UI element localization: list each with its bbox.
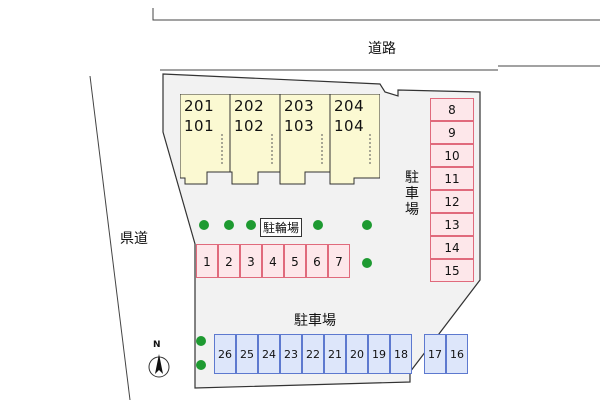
parking-stall: 23	[280, 334, 302, 374]
unit-lower-4: 104	[334, 117, 365, 135]
tree	[196, 360, 206, 370]
parking-stall: 12	[430, 190, 474, 213]
tree	[362, 258, 372, 268]
bike-parking-label: 駐輪場	[260, 218, 303, 237]
tree	[199, 220, 209, 230]
unit-lower-2: 102	[234, 117, 265, 135]
north-label: N	[153, 340, 161, 350]
unit-lower-3: 103	[284, 117, 315, 135]
parking-stall: 25	[236, 334, 258, 374]
prefectural-road-label: 県道	[120, 231, 148, 247]
parking-stall: 15	[430, 259, 474, 282]
tree	[362, 220, 372, 230]
parking-stall: 21	[324, 334, 346, 374]
building-row: 201 101 202 102 203 103 204 104	[180, 94, 380, 190]
parking-stall: 26	[214, 334, 236, 374]
tree	[224, 220, 234, 230]
north-arrow-icon	[148, 354, 170, 378]
parking-stall: 14	[430, 236, 474, 259]
tree	[313, 220, 323, 230]
parking-stall: 4	[262, 244, 284, 278]
parking-stall: 13	[430, 213, 474, 236]
unit-upper-1: 201	[184, 97, 215, 115]
parking-stall: 20	[346, 334, 368, 374]
parking-stall: 16	[446, 334, 468, 374]
unit-upper-2: 202	[234, 97, 265, 115]
parking-stall: 1	[196, 244, 218, 278]
parking-stall: 8	[430, 98, 474, 121]
parking-stall: 5	[284, 244, 306, 278]
parking-stall: 11	[430, 167, 474, 190]
parking-stall: 9	[430, 121, 474, 144]
road-edge-left	[89, 75, 131, 400]
parking-stall: 17	[424, 334, 446, 374]
parking-stall: 22	[302, 334, 324, 374]
unit-upper-3: 203	[284, 97, 315, 115]
parking-stall: 18	[390, 334, 412, 374]
parking-label-bottom: 駐車場	[294, 313, 336, 329]
road-label: 道路	[368, 41, 396, 57]
parking-label-right: 駐車場	[405, 170, 419, 218]
building-outline	[180, 94, 380, 185]
parking-stall: 19	[368, 334, 390, 374]
road-edge-top	[152, 8, 600, 21]
tree	[246, 220, 256, 230]
unit-lower-1: 101	[184, 117, 215, 135]
parking-stall: 3	[240, 244, 262, 278]
tree	[196, 336, 206, 346]
parking-stall: 10	[430, 144, 474, 167]
unit-upper-4: 204	[334, 97, 365, 115]
parking-stall: 7	[328, 244, 350, 278]
parking-stall: 2	[218, 244, 240, 278]
parking-stall: 6	[306, 244, 328, 278]
parking-stall: 24	[258, 334, 280, 374]
